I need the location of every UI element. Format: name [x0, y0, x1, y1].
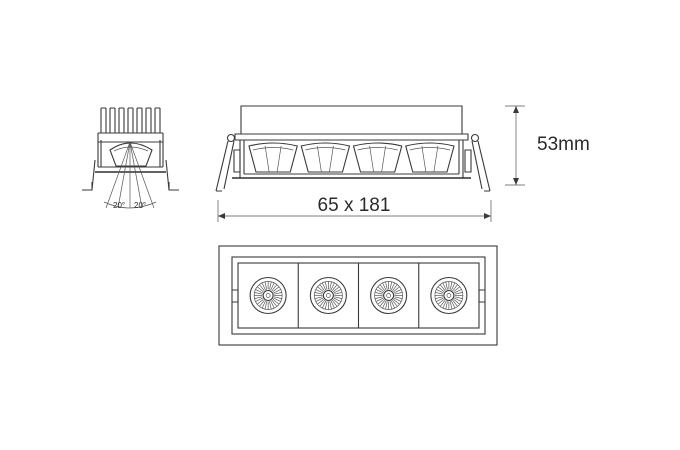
led-module-3	[357, 263, 408, 328]
width-dimension	[217, 200, 492, 222]
led-module-1	[249, 276, 287, 315]
outer-frame	[218, 245, 498, 346]
led-module-4	[418, 263, 468, 328]
led-module-2	[297, 263, 347, 328]
inner-frame	[231, 256, 486, 335]
front-reflector-3	[352, 142, 403, 173]
top-view	[218, 245, 498, 346]
side-view: 20° 20°	[82, 107, 179, 210]
heat-sink-fins	[98, 107, 163, 134]
beam-angle-left-label: 20°	[113, 201, 125, 210]
beam-angle-right-label: 20°	[134, 201, 146, 210]
height-dimension	[505, 105, 525, 186]
left-clip	[82, 159, 96, 191]
beam-angle-lines	[103, 141, 157, 209]
right-clip	[165, 159, 179, 191]
front-housing-top	[240, 105, 463, 135]
height-dimension-label: 53mm	[537, 134, 590, 155]
front-view	[215, 105, 491, 192]
front-reflector-1	[248, 142, 298, 173]
front-reflector-4	[405, 142, 455, 173]
front-right-clip	[464, 133, 491, 192]
width-dimension-label: 65 x 181	[318, 195, 391, 216]
led-modules	[249, 263, 468, 328]
front-reflector-2	[300, 142, 351, 173]
front-left-clip	[215, 133, 241, 192]
side-body	[95, 133, 166, 173]
front-reflectors	[248, 142, 455, 173]
